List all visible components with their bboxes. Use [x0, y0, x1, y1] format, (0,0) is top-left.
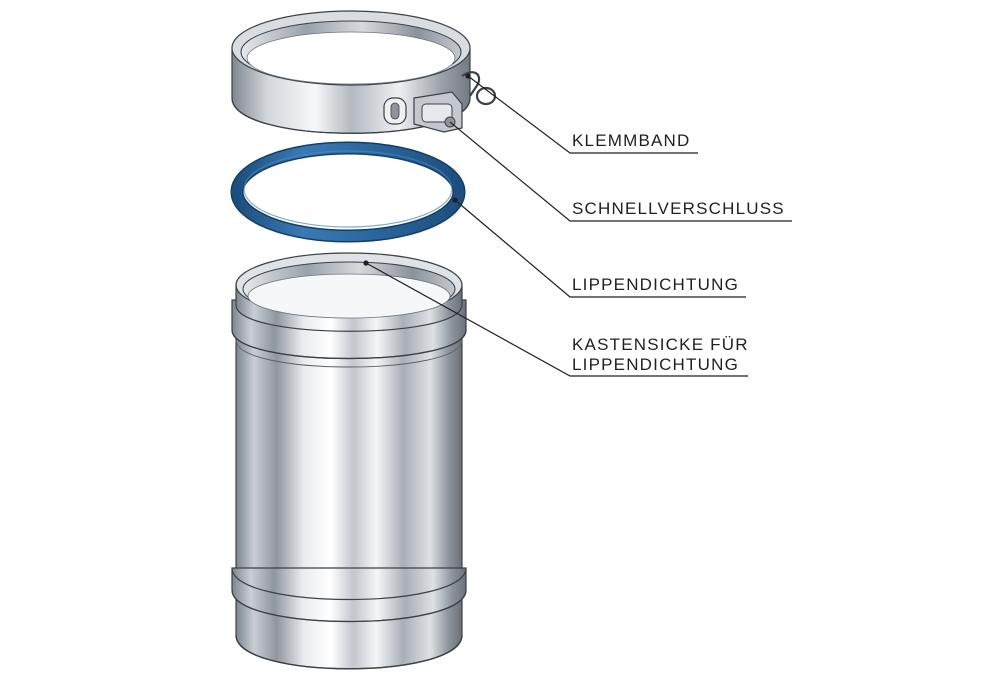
callout-labels: KLEMMBAND SCHNELLVERSCHLUSS LIPPENDICHTU… — [572, 131, 785, 374]
leader-klemmband — [467, 75, 698, 154]
label-lippendichtung: LIPPENDICHTUNG — [572, 275, 739, 294]
pipe-section — [231, 252, 467, 670]
leader-schnellverschluss — [449, 121, 792, 222]
label-schnellverschluss: SCHNELLVERSCHLUSS — [572, 199, 785, 218]
label-kastensicke-line2: LIPPENDICHTUNG — [572, 355, 739, 374]
label-kastensicke-line1: KASTENSICKE FÜR — [572, 335, 749, 354]
leader-kastensicke — [365, 262, 748, 377]
lip-seal-ring — [230, 141, 466, 243]
leader-lines — [365, 75, 792, 377]
leader-lippendichtung — [454, 199, 746, 298]
label-klemmband: KLEMMBAND — [572, 131, 691, 150]
